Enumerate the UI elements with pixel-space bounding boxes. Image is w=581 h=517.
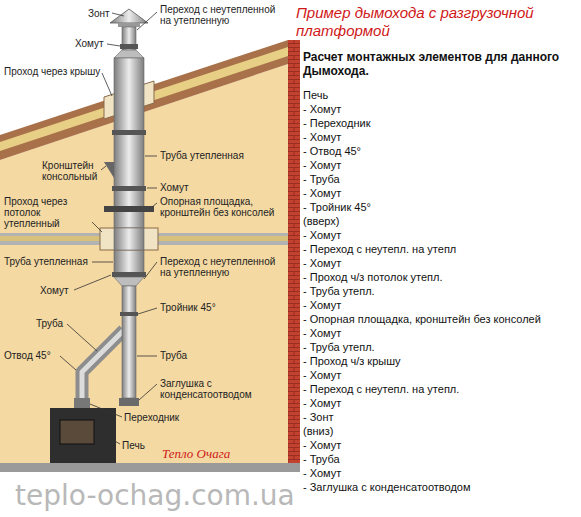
list-item: - Зонт [303, 410, 334, 424]
list-item: - Хомут [303, 368, 341, 382]
part-label: Переходник [124, 412, 179, 423]
list-item: - Хомут [303, 396, 341, 410]
part-label: Опорная площадка, кронштейн без консолей [160, 196, 285, 218]
list-item: - Тройник 45° [303, 200, 371, 214]
part-label: Хомут [40, 285, 69, 296]
stove-door [60, 420, 94, 444]
list-item: (вверх) [303, 214, 340, 228]
list-item: - Хомут [303, 466, 341, 480]
part-label: Переход с неутепленной на утепленную [160, 4, 285, 26]
list-item: - Труба [303, 172, 340, 186]
part-label: Хомут [75, 38, 104, 49]
list-item: - Хомут [303, 326, 341, 340]
list-heading: Расчет монтажных элементов для данного Д… [303, 50, 573, 78]
part-label: Кронштейн консольный [42, 160, 102, 182]
clamp [112, 186, 146, 191]
offset-pipe-shine [82, 330, 124, 404]
brick-wall [288, 40, 300, 468]
part-label: Зонт [88, 8, 110, 19]
console-bracket [104, 162, 114, 178]
part-label: Труба утепленная [4, 256, 88, 267]
list-item: - Хомут [303, 256, 341, 270]
list-item: - Хомут [303, 438, 341, 452]
offset-pipe [82, 330, 124, 404]
transition [114, 277, 144, 286]
list-item: - Труба [303, 452, 340, 466]
pipe [122, 286, 136, 398]
part-label: Труба утепленная [160, 150, 285, 161]
insulated-pipe [114, 228, 144, 250]
transition [114, 50, 144, 58]
list-item: Печь [303, 88, 328, 102]
list-item: - Хомут [303, 130, 341, 144]
clamp [120, 44, 138, 49]
list-item: - Заглушка с конденсатоотводом [303, 480, 471, 494]
part-label: Хомут [160, 182, 189, 193]
clamp [112, 130, 146, 135]
insulated-pipe [114, 58, 144, 275]
umbrella [110, 9, 148, 23]
part-label: Труба [160, 350, 187, 361]
list-item: - Труба утепл. [303, 340, 375, 354]
watermark: teplo-ochag.com.ua [15, 480, 295, 512]
list-item: - Хомут [303, 102, 341, 116]
list-item: - Переход с неутепл. на утепл. [303, 382, 459, 396]
stove [50, 408, 116, 463]
clamp [112, 272, 146, 277]
brand-mark: Тепло Очага [162, 446, 230, 461]
part-label: Заглушка с конденсатоотводом [160, 378, 285, 400]
part-label: Тройник 45° [160, 302, 216, 313]
list-item: - Хомут [303, 228, 341, 242]
list-item: - Хомут [303, 298, 341, 312]
part-label: Проход через потолок утепленный [4, 196, 92, 229]
diagram-title: Пример дымохода с разгрузочной платформо… [296, 4, 576, 40]
list-item: - Труба утепл. [303, 284, 375, 298]
list-item: - Опорная площадка, кронштейн без консол… [303, 312, 541, 326]
part-label: Печь [122, 440, 145, 451]
floor [0, 463, 300, 472]
list-item: - Переходник [303, 116, 370, 130]
condensate-cap [119, 398, 139, 406]
list-item: - Хомут [303, 158, 341, 172]
umbrella-legs [118, 23, 140, 27]
part-label: Проход через крышу [4, 66, 100, 77]
clamp [120, 312, 138, 316]
list-item: - Проход ч/з крышу [303, 354, 401, 368]
support-platform [104, 206, 154, 212]
part-label: Отвод 45° [4, 350, 51, 361]
ceiling-pass [100, 228, 158, 250]
list-item: - Хомут [303, 186, 341, 200]
list-item: (вниз) [303, 424, 333, 438]
list-item: - Проход ч/з потолок утепл. [303, 270, 442, 284]
adapter [74, 398, 90, 408]
part-label: Труба [36, 318, 63, 329]
list-item: - Переход с неутепл. на утепл [303, 242, 456, 256]
list-item: - Отвод 45° [303, 144, 361, 158]
part-label: Переход с неутепленной на утепленную [160, 256, 285, 278]
